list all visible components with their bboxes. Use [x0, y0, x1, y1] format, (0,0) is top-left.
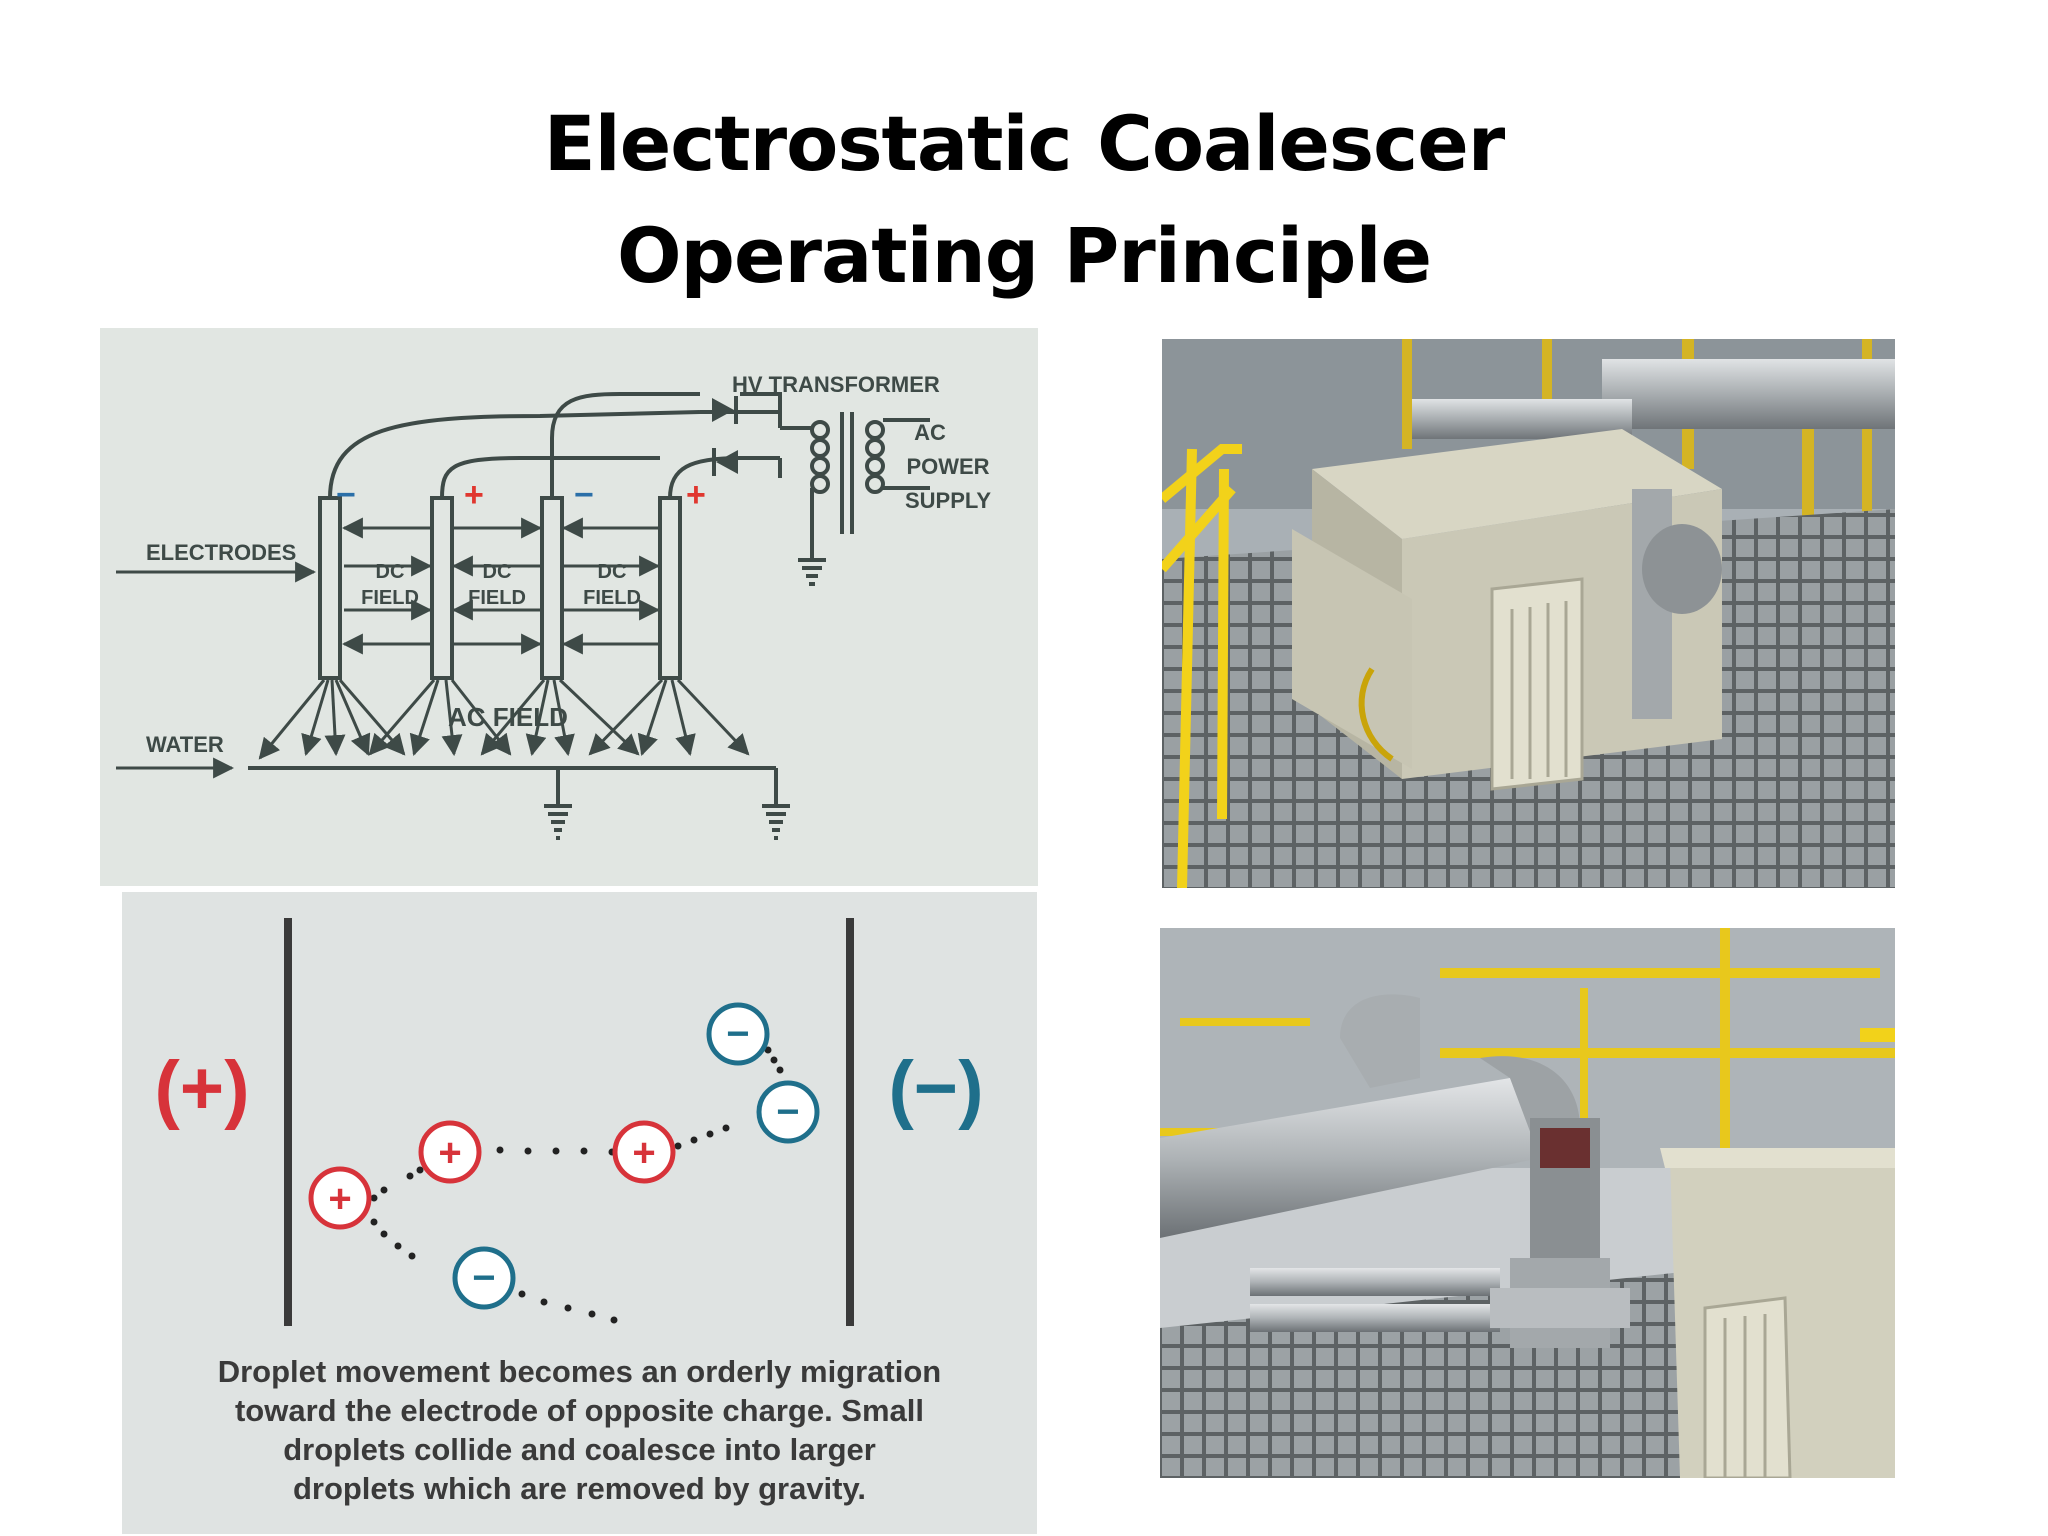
electrode-1-minus: − — [336, 476, 356, 514]
electrode-2-plus: + — [464, 476, 484, 514]
caption-line-3: droplets collide and coalesce into large… — [283, 1432, 876, 1467]
droplet-positive-3 — [612, 1120, 676, 1184]
caption-line-4: droplets which are removed by gravity. — [292, 1471, 867, 1506]
hv-transformer-label: HV TRANSFORMER — [732, 372, 940, 397]
wire-electrode-3 — [550, 392, 700, 498]
caption-line-1: Droplet movement becomes an orderly migr… — [217, 1354, 942, 1389]
droplet-negative-3-sign: − — [472, 1256, 495, 1300]
electrode-3 — [540, 496, 564, 680]
droplet-negative-1 — [706, 1002, 770, 1066]
dc-field-1-line1: DC — [376, 561, 405, 583]
ac-label: AC — [914, 420, 946, 445]
ac-field-arrows — [258, 678, 750, 760]
electrode-2 — [430, 496, 454, 680]
dc-field-3-line1: DC — [598, 561, 627, 583]
circuit-diagram: − + − + HV TRANSFORMER AC POWER SUPPLY E… — [100, 328, 1038, 886]
water-ground-line — [248, 766, 790, 840]
supply-label: SUPPLY — [905, 488, 991, 513]
dc-field-1-line2: FIELD — [361, 587, 419, 609]
droplet-positive-1-sign: + — [328, 1177, 351, 1221]
droplet-negative-2 — [756, 1080, 820, 1144]
wire-electrode-1 — [328, 410, 701, 499]
photo-coalescer-piping — [1160, 928, 1895, 1480]
caption-line-2: toward the electrode of opposite charge.… — [234, 1393, 925, 1428]
negative-electrode-label: (−) — [889, 1046, 984, 1131]
droplet-negative-2-sign: − — [776, 1090, 799, 1134]
droplet-positive-1 — [308, 1166, 372, 1230]
ac-field-label: AC FIELD — [448, 702, 568, 732]
transformer-coil-right — [865, 420, 885, 494]
power-label: POWER — [906, 454, 989, 479]
dc-field-3-line2: FIELD — [583, 587, 641, 609]
diode-bottom — [712, 448, 738, 476]
diode-top — [712, 396, 738, 424]
electrodes-label: ELECTRODES — [146, 540, 296, 565]
photo-coalescer-unit — [1158, 339, 1895, 889]
positive-electrode-label: (+) — [155, 1046, 250, 1131]
ground-transformer — [798, 528, 826, 586]
yellow-railing — [1158, 444, 1242, 889]
droplet-path-dots — [370, 1046, 784, 1324]
wire-electrode-2 — [440, 456, 660, 499]
electrode-4 — [658, 496, 682, 680]
dc-field-2-line1: DC — [483, 561, 512, 583]
droplet-migration-diagram: (+) (−) + — [122, 892, 1037, 1534]
title-line-1: Electrostatic Coalescer — [543, 99, 1506, 188]
droplet-positive-3-sign: + — [632, 1131, 655, 1175]
water-label: WATER — [146, 732, 224, 757]
electrode-4-plus: + — [686, 476, 706, 514]
dc-field-2-line2: FIELD — [468, 587, 526, 609]
droplet-negative-3 — [452, 1246, 516, 1310]
droplet-negative-1-sign: − — [726, 1012, 749, 1056]
dc-field-arrows — [116, 517, 661, 779]
electrode-1 — [318, 496, 342, 680]
transformer-coil-left — [810, 420, 830, 494]
droplet-positive-2-sign: + — [438, 1131, 461, 1175]
droplet-positive-2 — [418, 1120, 482, 1184]
slide-title: Electrostatic Coalescer Operating Princi… — [0, 88, 2048, 312]
electrode-3-minus: − — [574, 476, 594, 514]
droplet-caption: Droplet movement becomes an orderly migr… — [122, 1352, 1037, 1508]
title-line-2: Operating Principle — [616, 211, 1432, 300]
